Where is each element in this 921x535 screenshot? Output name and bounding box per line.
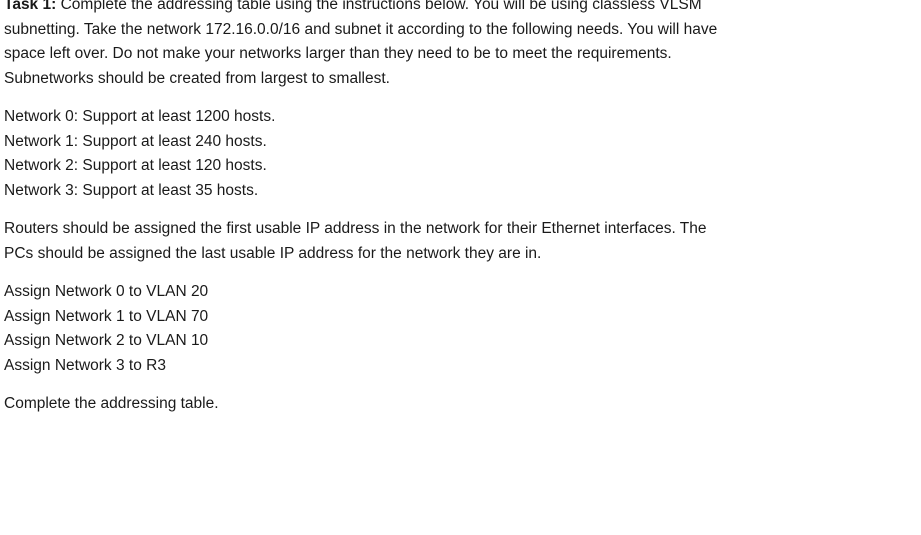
intro-line-1: Task 1: Complete the addressing table us…: [4, 0, 917, 18]
requirement-network-1: Network 1: Support at least 240 hosts.: [4, 132, 267, 150]
routers-note-line-2: PCs should be assigned the last usable I…: [4, 244, 542, 262]
requirement-network-0: Network 0: Support at least 1200 hosts.: [4, 108, 276, 125]
assignment-network-3: Assign Network 3 to R3: [4, 356, 166, 374]
closing-instruction: Complete the addressing table.: [4, 392, 917, 417]
assignment-network-1: Assign Network 1 to VLAN 70: [4, 307, 209, 325]
assignment-network-2: Assign Network 2 to VLAN 10: [4, 332, 209, 349]
requirements-list: Network 0: Support at least 1200 hosts. …: [4, 105, 917, 203]
closing-line: Complete the addressing table.: [4, 395, 219, 412]
assignment-network-0: Assign Network 0 to VLAN 20: [4, 283, 209, 300]
intro-line-4: Subnetworks should be created from large…: [4, 69, 390, 87]
assignments-list: Assign Network 0 to VLAN 20 Assign Netwo…: [4, 280, 917, 378]
requirement-network-3: Network 3: Support at least 35 hosts.: [4, 181, 259, 199]
routers-note: Routers should be assigned the first usa…: [4, 217, 917, 266]
intro-line-2: subnetting. Take the network 172.16.0.0/…: [4, 20, 718, 38]
intro-paragraph: Task 1: Complete the addressing table us…: [4, 0, 917, 91]
routers-note-line-1: Routers should be assigned the first usa…: [4, 220, 707, 237]
task-label: Task 1:: [4, 0, 57, 13]
intro-text-1: Complete the addressing table using the …: [56, 0, 702, 13]
intro-line-3: space left over. Do not make your networ…: [4, 45, 672, 62]
requirement-network-2: Network 2: Support at least 120 hosts.: [4, 157, 267, 174]
